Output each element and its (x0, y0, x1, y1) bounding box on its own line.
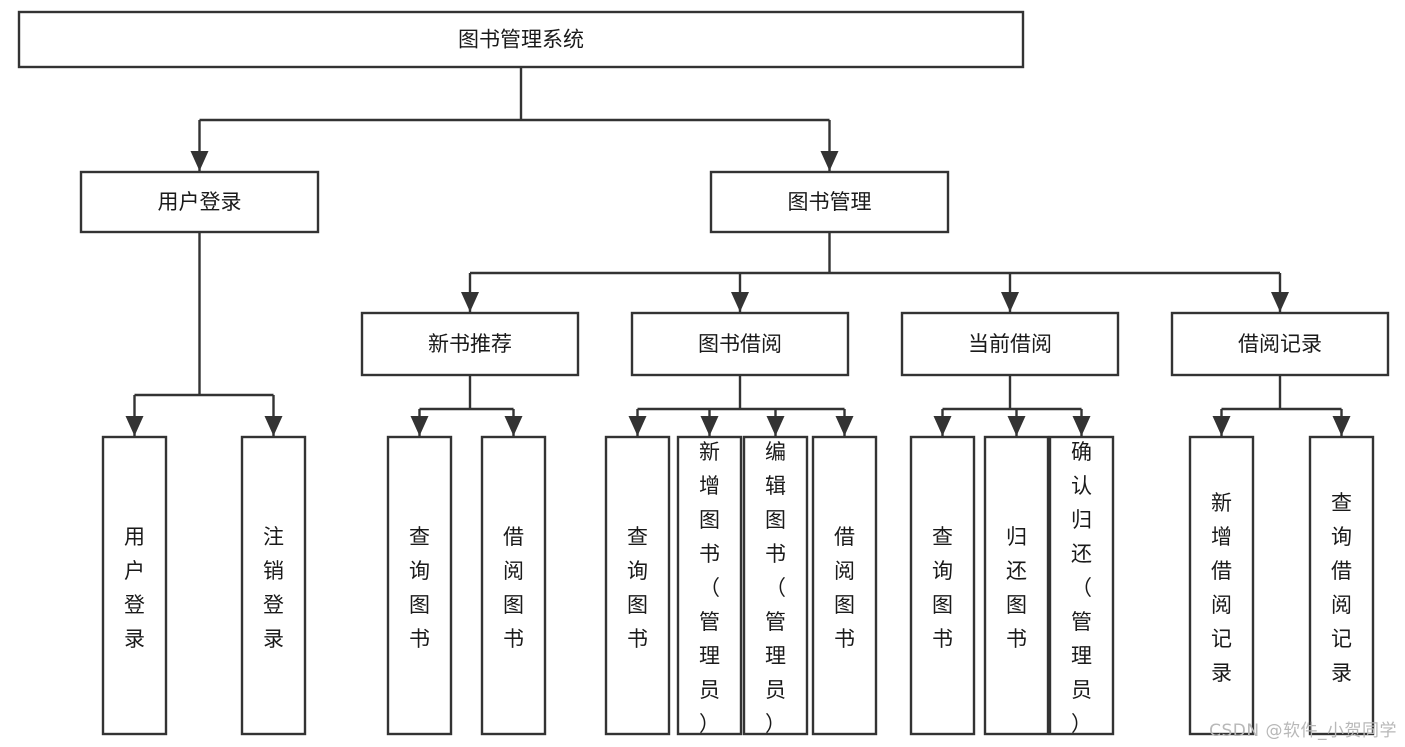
node-label-root: 图书管理系统 (458, 28, 584, 52)
arrow-head-icon (1072, 416, 1091, 436)
arrow-head-icon (461, 292, 479, 312)
arrow-head-icon (1271, 292, 1289, 312)
node-leaf-return-book[interactable]: 归还图书 (983, 435, 1050, 736)
node-borrow-record[interactable]: 借阅记录 (1170, 311, 1390, 377)
node-label-leaf-user-logout: 注销登录 (263, 525, 284, 651)
node-leaf-confirm-return[interactable]: 确认归还（管理员） (1048, 435, 1115, 736)
node-label-leaf-borrow-book-2: 借阅图书 (834, 525, 855, 651)
node-leaf-query-book-3[interactable]: 查询图书 (909, 435, 976, 736)
node-box-leaf-return-book[interactable] (983, 435, 1050, 736)
arrow-head-icon (410, 416, 429, 436)
node-label-leaf-add-borrow-record: 新增借阅记录 (1211, 491, 1232, 685)
node-box-new-book-recommend[interactable] (360, 311, 580, 377)
node-leaf-add-borrow-record[interactable]: 新增借阅记录 (1188, 435, 1255, 736)
node-box-leaf-query-book-2[interactable] (604, 435, 671, 736)
node-label-new-book-recommend: 新书推荐 (428, 332, 512, 356)
node-box-leaf-add-borrow-record[interactable] (1188, 435, 1255, 736)
node-leaf-query-borrow-record[interactable]: 查询借阅记录 (1308, 435, 1375, 736)
arrow-head-icon (190, 151, 209, 171)
node-label-current-borrow: 当前借阅 (968, 332, 1052, 356)
node-leaf-add-book[interactable]: 新增图书（管理员） (676, 435, 743, 736)
node-box-leaf-query-book-1[interactable] (386, 435, 453, 736)
node-leaf-borrow-book-2[interactable]: 借阅图书 (811, 435, 878, 736)
node-leaf-query-book-1[interactable]: 查询图书 (386, 435, 453, 736)
node-leaf-query-book-2[interactable]: 查询图书 (604, 435, 671, 736)
node-box-leaf-borrow-book-1[interactable] (480, 435, 547, 736)
node-label-leaf-borrow-book-1: 借阅图书 (503, 525, 524, 651)
node-label-user-login: 用户登录 (158, 190, 242, 214)
node-box-leaf-user-login[interactable] (101, 435, 168, 736)
node-box-current-borrow[interactable] (900, 311, 1120, 377)
arrow-head-icon (731, 292, 749, 312)
node-label-leaf-query-book-1: 查询图书 (409, 525, 430, 651)
node-label-leaf-confirm-return: 确认归还（管理员） (1071, 440, 1092, 736)
node-box-leaf-query-borrow-record[interactable] (1308, 435, 1375, 736)
arrow-head-icon (766, 416, 785, 436)
node-label-leaf-add-book: 新增图书（管理员） (699, 440, 720, 736)
arrow-head-icon (933, 416, 952, 436)
arrow-head-icon (1007, 416, 1026, 436)
node-leaf-user-logout[interactable]: 注销登录 (240, 435, 307, 736)
node-label-borrow-record: 借阅记录 (1238, 332, 1322, 356)
node-box-leaf-add-book[interactable] (676, 435, 743, 736)
arrow-head-icon (1001, 292, 1019, 312)
node-box-root[interactable] (17, 10, 1025, 69)
node-label-leaf-user-login: 用户登录 (124, 525, 145, 651)
node-box-leaf-confirm-return[interactable] (1048, 435, 1115, 736)
arrow-head-icon (264, 416, 283, 436)
node-label-leaf-edit-book: 编辑图书（管理员） (765, 440, 786, 736)
node-label-book-manage: 图书管理 (788, 190, 872, 214)
node-box-leaf-user-logout[interactable] (240, 435, 307, 736)
node-new-book-recommend[interactable]: 新书推荐 (360, 311, 580, 377)
node-book-manage[interactable]: 图书管理 (709, 170, 950, 234)
node-box-book-manage[interactable] (709, 170, 950, 234)
node-leaf-user-login[interactable]: 用户登录 (101, 435, 168, 736)
node-box-leaf-query-book-3[interactable] (909, 435, 976, 736)
node-box-borrow-record[interactable] (1170, 311, 1390, 377)
arrow-head-icon (1212, 416, 1231, 436)
node-label-leaf-query-book-2: 查询图书 (627, 525, 648, 651)
arrow-head-icon (125, 416, 144, 436)
node-leaf-edit-book[interactable]: 编辑图书（管理员） (742, 435, 809, 736)
arrow-head-icon (700, 416, 719, 436)
node-book-borrow[interactable]: 图书借阅 (630, 311, 850, 377)
node-label-leaf-return-book: 归还图书 (1006, 525, 1027, 651)
node-label-leaf-query-borrow-record: 查询借阅记录 (1331, 491, 1352, 685)
node-label-book-borrow: 图书借阅 (698, 332, 782, 356)
arrow-head-icon (628, 416, 647, 436)
node-box-book-borrow[interactable] (630, 311, 850, 377)
node-box-leaf-borrow-book-2[interactable] (811, 435, 878, 736)
arrow-head-icon (820, 151, 839, 171)
node-box-user-login[interactable] (79, 170, 320, 234)
arrow-head-icon (1332, 416, 1351, 436)
arrow-head-icon (835, 416, 854, 436)
node-box-leaf-edit-book[interactable] (742, 435, 809, 736)
connector-lines (125, 67, 1351, 436)
node-current-borrow[interactable]: 当前借阅 (900, 311, 1120, 377)
node-leaf-borrow-book-1[interactable]: 借阅图书 (480, 435, 547, 736)
node-root[interactable]: 图书管理系统 (17, 10, 1025, 69)
node-label-leaf-query-book-3: 查询图书 (932, 525, 953, 651)
node-user-login[interactable]: 用户登录 (79, 170, 320, 234)
arrow-head-icon (504, 416, 523, 436)
node-boxes: 图书管理系统用户登录图书管理新书推荐图书借阅当前借阅借阅记录用户登录注销登录查询… (17, 10, 1390, 736)
